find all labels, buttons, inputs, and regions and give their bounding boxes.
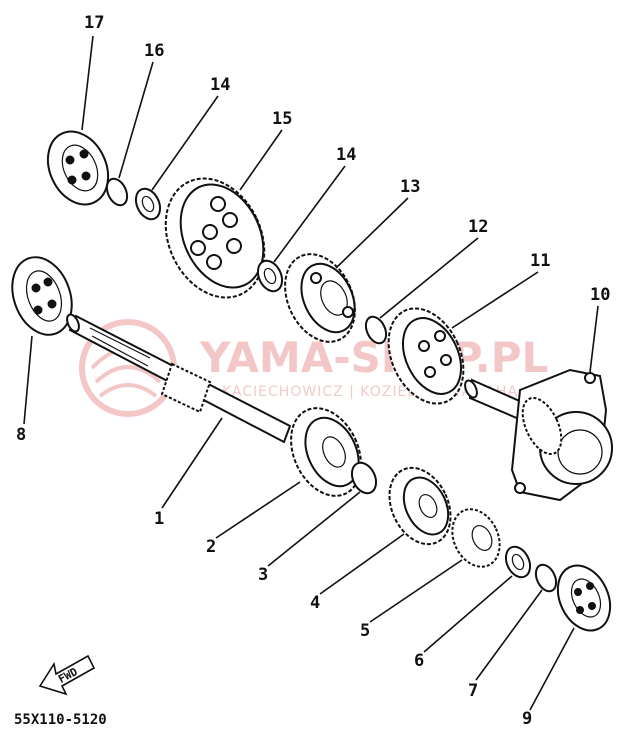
callout-7: 7 [468,681,478,701]
part-14-washer-top [134,187,162,221]
fwd-arrow-icon: FWD [38,654,96,696]
part-11-gear [387,307,465,405]
callout-6: 6 [414,651,424,671]
part-7-circlip [534,563,558,593]
part-2-gear [290,407,362,497]
part-4-gear [388,466,452,546]
callout-15: 15 [272,109,292,129]
callout-13: 13 [400,177,420,197]
part-8-bearing [11,256,73,336]
callout-5: 5 [360,621,370,641]
part-9-bearing [556,564,612,632]
leader-lines [23,35,599,711]
part-1-main-axle [66,313,292,444]
part-13-gear [284,253,356,343]
callout-16: 16 [144,41,164,61]
callout-10: 10 [590,285,610,305]
callout-17: 17 [84,13,104,33]
callout-11: 11 [530,251,550,271]
callout-4: 4 [310,593,320,613]
part-16-circlip [105,177,129,207]
part-15-gear [164,177,266,299]
callout-2: 2 [206,537,216,557]
callout-3: 3 [258,565,268,585]
part-10-drive-axle [464,368,613,502]
part-3-circlip [350,461,378,495]
callout-14-mid: 14 [336,145,356,165]
callout-8: 8 [16,425,26,445]
callout-9: 9 [522,709,532,729]
part-6-washer [504,545,532,579]
callout-12: 12 [468,217,488,237]
part-12-circlip [364,315,388,345]
callout-labels: 17 16 14 15 14 13 12 11 10 8 1 2 3 4 5 6… [16,13,610,729]
diagram-code: 55X110-5120 [14,712,107,728]
part-17-bearing [46,130,110,206]
part-14-washer-mid [256,259,284,293]
callout-1: 1 [154,509,164,529]
callout-14-top: 14 [210,75,230,95]
part-5-gear [451,508,501,568]
